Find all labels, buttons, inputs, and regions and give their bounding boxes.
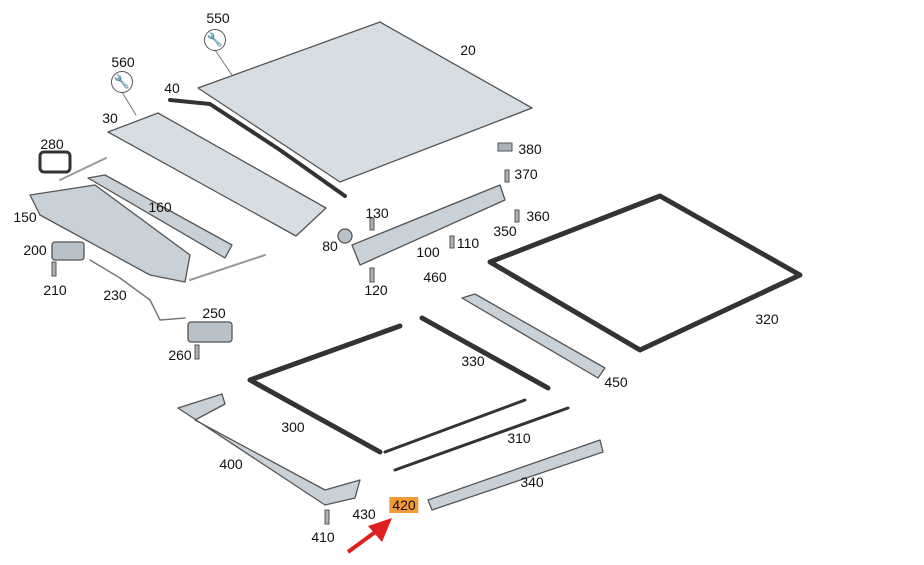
callout-340: 340 bbox=[520, 474, 544, 490]
callout-420-highlighted: 420 bbox=[389, 497, 419, 513]
callout-230: 230 bbox=[103, 287, 127, 303]
seal-310 bbox=[383, 398, 527, 454]
cable-230 bbox=[89, 259, 186, 321]
callout-430: 430 bbox=[352, 506, 376, 522]
callout-460: 460 bbox=[423, 269, 447, 285]
callout-120: 120 bbox=[364, 282, 388, 298]
roof-panel-20 bbox=[197, 21, 533, 183]
callout-560: 560 bbox=[111, 54, 135, 70]
seal-300 bbox=[247, 315, 551, 455]
callout-310: 310 bbox=[507, 430, 531, 446]
rail-400 bbox=[177, 393, 361, 506]
seal-280 bbox=[38, 150, 72, 174]
callout-380: 380 bbox=[518, 141, 542, 157]
callout-250: 250 bbox=[202, 305, 226, 321]
callout-410: 410 bbox=[311, 529, 335, 545]
callout-130: 130 bbox=[365, 205, 389, 221]
callout-40: 40 bbox=[164, 80, 180, 96]
glass-panel-30 bbox=[107, 112, 327, 237]
seal-40 bbox=[168, 98, 347, 198]
callout-150: 150 bbox=[13, 209, 37, 225]
motor-250 bbox=[187, 321, 233, 343]
callout-330: 330 bbox=[461, 353, 485, 369]
callout-20: 20 bbox=[460, 42, 476, 58]
callout-550: 550 bbox=[206, 10, 230, 26]
callout-30: 30 bbox=[102, 110, 118, 126]
callout-110: 110 bbox=[456, 235, 480, 251]
callout-360: 360 bbox=[526, 208, 550, 224]
callout-210: 210 bbox=[43, 282, 67, 298]
rail-100 bbox=[351, 184, 506, 266]
callout-370: 370 bbox=[514, 166, 538, 182]
seal-320 bbox=[487, 193, 803, 353]
deflector-160 bbox=[87, 174, 233, 259]
motor-200 bbox=[51, 241, 85, 261]
wrench-icon: 🔧 bbox=[204, 29, 226, 51]
callout-160: 160 bbox=[148, 199, 172, 215]
pointer-arrow bbox=[346, 518, 392, 554]
callout-300: 300 bbox=[281, 419, 305, 435]
part-80 bbox=[337, 228, 353, 244]
trim-340 bbox=[427, 439, 604, 511]
callout-350: 350 bbox=[493, 223, 517, 239]
strip-100 bbox=[59, 157, 107, 181]
callout-100: 100 bbox=[416, 244, 440, 260]
callout-260: 260 bbox=[168, 347, 192, 363]
callout-280: 280 bbox=[40, 136, 64, 152]
strip-190 bbox=[189, 254, 266, 281]
callout-400: 400 bbox=[219, 456, 243, 472]
wrench-icon: 🔧 bbox=[111, 71, 133, 93]
callout-80: 80 bbox=[322, 238, 338, 254]
callout-320: 320 bbox=[755, 311, 779, 327]
callout-200: 200 bbox=[23, 242, 47, 258]
frame-150 bbox=[29, 184, 191, 283]
rail-450 bbox=[461, 293, 606, 379]
seal-330 bbox=[393, 406, 570, 472]
callout-450: 450 bbox=[604, 374, 628, 390]
